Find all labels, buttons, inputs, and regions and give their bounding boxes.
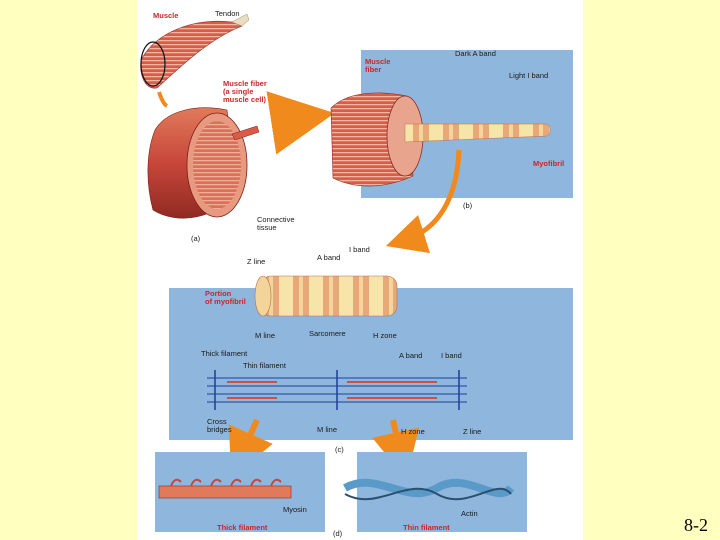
muscle-fiber-illustration bbox=[330, 92, 551, 187]
figure-artwork bbox=[140, 13, 573, 532]
label-cross-bridges: Cross bridges bbox=[207, 417, 232, 434]
arrow-a-to-b bbox=[266, 91, 335, 155]
label-connective-tissue: Connective tissue bbox=[257, 215, 295, 232]
label-i-band-right: I band bbox=[441, 351, 462, 360]
arrow-c-to-d-right bbox=[372, 419, 420, 480]
muscle-fascicle-illustration bbox=[147, 107, 260, 219]
arrow-a1 bbox=[157, 91, 169, 108]
thick-filament-illustration bbox=[158, 478, 292, 499]
thin-filament-illustration bbox=[343, 478, 515, 501]
muscle-structure-figure: Muscle Tendon Muscle fiber (a single mus… bbox=[137, 0, 583, 540]
label-m-line-top: M line bbox=[255, 331, 276, 340]
label-z-line-bottom: Z line bbox=[463, 427, 482, 436]
label-actin: Actin bbox=[461, 509, 478, 518]
label-panel-d: (d) bbox=[333, 529, 343, 538]
label-light-i-band: Light I band bbox=[509, 71, 549, 80]
sarcomere-filament-illustration bbox=[207, 370, 467, 410]
label-i-band-top: I band bbox=[349, 245, 370, 254]
arrow-b-to-c bbox=[385, 149, 462, 254]
label-portion-of-myofibril: Portion of myofibril bbox=[205, 289, 246, 306]
label-myosin: Myosin bbox=[283, 505, 307, 514]
label-h-zone-bottom: H zone bbox=[401, 427, 425, 436]
label-thin-filament-d: Thin filament bbox=[403, 523, 450, 532]
label-muscle: Muscle bbox=[153, 11, 179, 20]
arrow-c-to-d-left bbox=[228, 418, 273, 478]
label-panel-a: (a) bbox=[191, 234, 201, 243]
label-muscle-fiber-b: Muscle fiber bbox=[365, 57, 391, 74]
label-h-zone-top: H zone bbox=[373, 331, 397, 340]
label-muscle-fiber-a: Muscle fiber (a single muscle cell) bbox=[223, 79, 267, 104]
label-a-band-right: A band bbox=[399, 351, 423, 360]
label-panel-c: (c) bbox=[335, 445, 344, 454]
label-a-band-top: A band bbox=[317, 253, 341, 262]
slide-number: 8-2 bbox=[684, 515, 708, 535]
label-sarcomere: Sarcomere bbox=[309, 329, 346, 338]
label-tendon: Tendon bbox=[215, 9, 240, 18]
label-m-line-bottom: M line bbox=[317, 425, 338, 434]
whole-muscle-illustration bbox=[140, 13, 250, 89]
label-thick-filament-d: Thick filament bbox=[217, 523, 268, 532]
label-myofibril: Myofibril bbox=[533, 159, 565, 168]
label-thick-filament-c: Thick filament bbox=[201, 349, 248, 358]
label-thin-filament-c: Thin filament bbox=[243, 361, 286, 370]
myofibril-segment-illustration bbox=[254, 275, 398, 317]
label-z-line-top: Z line bbox=[247, 257, 266, 266]
label-panel-b: (b) bbox=[463, 201, 473, 210]
label-dark-a-band: Dark A band bbox=[455, 49, 496, 58]
